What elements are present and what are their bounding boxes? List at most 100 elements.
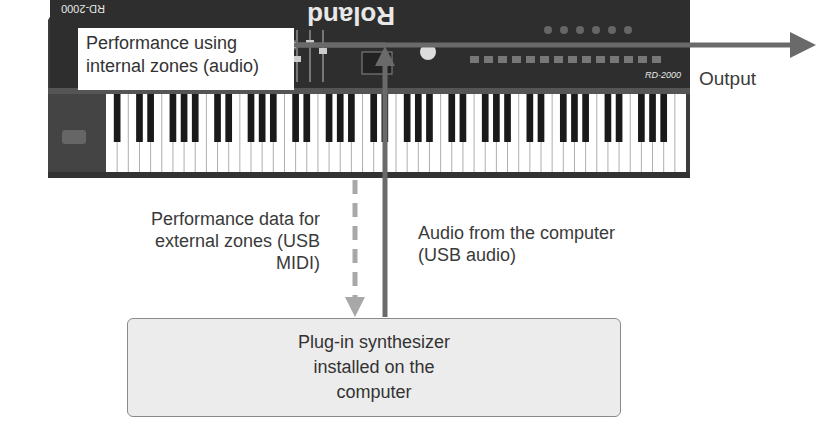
plugin-box: Plug-in synthesizer installed on the com… <box>127 318 621 417</box>
key-line <box>128 94 129 172</box>
key-line <box>440 94 441 172</box>
audio-line <box>294 43 385 48</box>
plugin-label: Plug-in synthesizer installed on the com… <box>278 330 470 405</box>
output-line <box>293 43 792 48</box>
black-key <box>616 94 623 142</box>
model-name: RD-2000 <box>61 3 105 15</box>
key-line <box>317 94 318 172</box>
black-key <box>571 94 578 142</box>
key-line <box>362 94 363 172</box>
key-line <box>674 94 675 172</box>
keyboard: RolandRD-2000RD-2000Performance using in… <box>45 0 690 178</box>
black-key <box>270 94 277 142</box>
arrowhead <box>375 46 395 66</box>
slider-track <box>309 30 311 82</box>
key-line <box>474 94 475 172</box>
output-label: Output <box>699 68 756 90</box>
black-key <box>348 94 355 142</box>
key-line <box>284 94 285 172</box>
black-key <box>181 94 188 142</box>
pitch-wheel <box>62 130 86 144</box>
model-name: RD-2000 <box>645 70 681 80</box>
panel-knob <box>624 26 632 34</box>
black-key <box>114 94 121 142</box>
black-key <box>192 94 199 142</box>
left-cheek <box>48 94 106 178</box>
black-key <box>460 94 467 142</box>
panel-knob <box>608 26 616 34</box>
black-key <box>259 94 266 142</box>
edge-label: Performance data for external zones (USB… <box>120 208 320 274</box>
black-key <box>638 94 645 142</box>
slider-cap <box>319 48 327 54</box>
black-key <box>404 94 411 142</box>
panel-knob <box>592 26 600 34</box>
panel-button <box>610 56 619 63</box>
panel-button <box>512 56 521 63</box>
panel-button <box>470 56 479 63</box>
black-key <box>527 94 534 142</box>
panel-knob <box>560 26 568 34</box>
black-key <box>560 94 567 142</box>
key-line <box>518 94 519 172</box>
output-arrowhead <box>790 32 816 58</box>
black-key <box>582 94 589 142</box>
slider-track <box>322 30 324 82</box>
black-key <box>225 94 232 142</box>
key-line <box>206 94 207 172</box>
black-key <box>504 94 511 142</box>
white-keys <box>106 94 686 174</box>
black-key <box>303 94 310 142</box>
panel-button <box>568 56 577 63</box>
black-key <box>482 94 489 142</box>
panel-button <box>624 56 633 63</box>
zone-label: Performance using internal zones (audio) <box>86 32 286 78</box>
black-key <box>326 94 333 142</box>
panel-button <box>526 56 535 63</box>
panel-button <box>652 56 661 63</box>
audio-line <box>383 63 388 317</box>
black-key <box>415 94 422 142</box>
panel-button <box>484 56 493 63</box>
black-key <box>214 94 221 142</box>
black-key <box>170 94 177 142</box>
black-key <box>337 94 344 142</box>
black-key <box>649 94 656 142</box>
dashed-line <box>353 180 358 297</box>
keyboard-body <box>48 0 690 178</box>
panel-knob <box>576 26 584 34</box>
panel-button <box>554 56 563 63</box>
zone-label-box: Performance using internal zones (audio) <box>78 28 294 90</box>
edge-label: Audio from the computer (USB audio) <box>418 222 648 266</box>
black-key <box>426 94 433 142</box>
black-key <box>248 94 255 142</box>
slider-cap <box>293 56 301 62</box>
black-key <box>660 94 667 142</box>
black-key <box>136 94 143 142</box>
black-key <box>370 94 377 142</box>
key-line <box>161 94 162 172</box>
black-key <box>493 94 500 142</box>
connector <box>294 45 395 317</box>
key-lines <box>114 94 675 172</box>
key-line <box>396 94 397 172</box>
connector <box>345 180 365 317</box>
arrowhead <box>345 297 365 317</box>
key-line <box>552 94 553 172</box>
black-key <box>448 94 455 142</box>
panel-button <box>540 56 549 63</box>
brand-logo: Roland <box>307 2 395 30</box>
key-line <box>630 94 631 172</box>
black-key <box>605 94 612 142</box>
panel-button <box>582 56 591 63</box>
panel-button <box>638 56 647 63</box>
black-key <box>147 94 154 142</box>
panel-button <box>498 56 507 63</box>
black-key <box>292 94 299 142</box>
key-line <box>596 94 597 172</box>
black-key <box>538 94 545 142</box>
key-line <box>239 94 240 172</box>
front-rail <box>48 172 690 178</box>
panel-knob <box>544 26 552 34</box>
panel-button <box>596 56 605 63</box>
